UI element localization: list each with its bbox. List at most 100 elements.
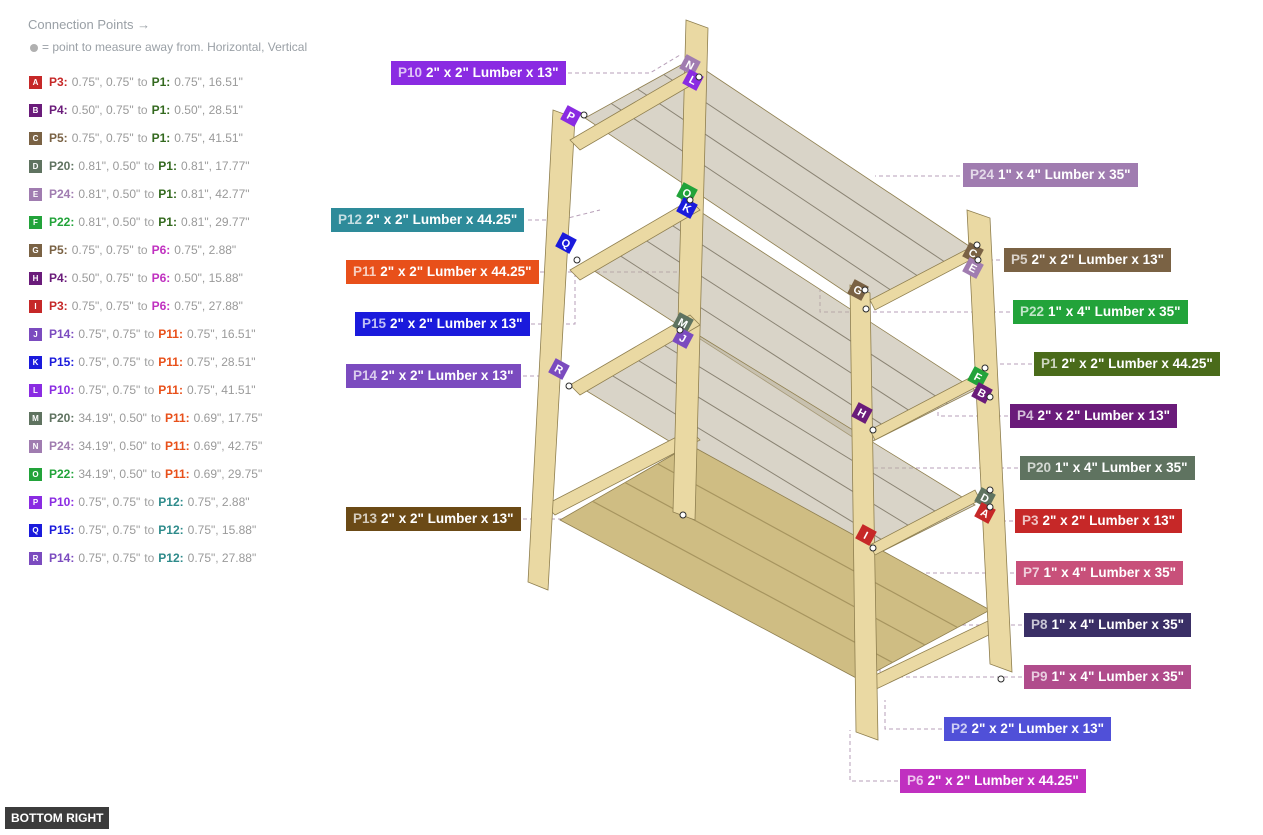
connection-letter-badge: I <box>29 299 42 313</box>
from-part-id: P15: <box>49 523 75 537</box>
to-offset: 0.75", 28.51" <box>186 355 256 369</box>
from-part-id: P22: <box>49 215 75 229</box>
connection-letter-badge: J <box>29 327 42 341</box>
measure-point-dot <box>974 256 982 264</box>
from-part-id: P20: <box>49 159 75 173</box>
diagram-badge-letter: L <box>687 74 699 88</box>
measure-point-dot <box>862 305 870 313</box>
to-offset: 0.75", 27.88" <box>187 551 257 565</box>
to-offset: 0.50", 15.88" <box>174 271 243 285</box>
to-word: to <box>137 271 148 285</box>
diagram-badge-q: Q <box>555 232 577 254</box>
part-description: 1" x 4" Lumber x 35" <box>1048 304 1181 319</box>
from-offset: 0.81", 0.50" <box>78 215 141 229</box>
diagram-badge-box <box>855 524 877 546</box>
to-word: to <box>144 159 155 173</box>
from-part-id: P14: <box>49 551 75 565</box>
diagram-badge-r: R <box>548 358 570 380</box>
connection-points-note: = point to measure away from. Horizontal… <box>30 40 307 54</box>
to-offset: 0.75", 16.51" <box>186 327 256 341</box>
measure-point-dot-icon <box>30 44 38 52</box>
part-id: P6 <box>907 773 924 788</box>
part-description: 2" x 2" Lumber x 44.25" <box>380 264 532 279</box>
bottom-slat-line <box>592 500 893 664</box>
from-offset: 0.81", 0.50" <box>78 159 141 173</box>
part-description: 1" x 4" Lumber x 35" <box>1051 669 1185 684</box>
part-description: 1" x 4" Lumber x 35" <box>1043 565 1177 580</box>
to-part-id: P1: <box>158 215 177 229</box>
diagram-badge-p: P <box>560 105 582 127</box>
to-word: to <box>144 215 155 229</box>
part-id: P22 <box>1020 304 1045 319</box>
part-id: P13 <box>353 511 378 526</box>
part-id: P3 <box>1022 513 1039 528</box>
connection-letter-badge: Q <box>29 523 42 537</box>
from-offset: 0.50", 0.75" <box>71 103 134 117</box>
connection-letter-badge: F <box>29 215 42 229</box>
diagram-badge-g: G <box>847 279 869 301</box>
connection-letter-badge: L <box>29 383 42 397</box>
measure-point-dot <box>676 326 684 334</box>
connection-letter-badge: P <box>29 495 42 509</box>
measure-point-dot <box>986 393 994 401</box>
part-id: P7 <box>1023 565 1040 580</box>
to-offset: 0.75", 2.88" <box>187 495 250 509</box>
diagram-badge-box <box>548 358 570 380</box>
part-id: P14 <box>353 368 378 383</box>
to-word: to <box>137 299 148 313</box>
connection-letter-badge: R <box>29 551 42 565</box>
to-word: to <box>137 243 148 257</box>
from-offset: 0.81", 0.50" <box>78 187 141 201</box>
diagram-badge-letter: F <box>972 371 984 385</box>
view-bottom-right-button[interactable]: BOTTOM RIGHT <box>5 807 110 829</box>
to-part-id: P11: <box>158 355 183 369</box>
to-word: to <box>144 495 155 509</box>
from-part-id: P24: <box>49 439 75 453</box>
diagram-badge-box <box>679 54 701 76</box>
to-offset: 0.81", 17.77" <box>180 159 250 173</box>
part-description: 2" x 2" Lumber x 13" <box>1042 513 1176 528</box>
shelf-end-rail <box>569 199 701 281</box>
from-offset: 0.75", 0.75" <box>71 243 134 257</box>
diagram-badge-k: K <box>676 197 698 219</box>
from-offset: 0.75", 0.75" <box>78 495 141 509</box>
connection-letter-badge: N <box>29 439 42 453</box>
part-id: P10 <box>398 65 423 80</box>
leader-line <box>849 730 898 782</box>
part-id: P11 <box>353 264 377 279</box>
from-offset: 0.75", 0.75" <box>71 131 134 145</box>
measure-point-dot <box>997 675 1005 683</box>
measure-point-dot <box>695 73 703 81</box>
part-description: 2" x 2" Lumber x 44.25" <box>927 773 1079 788</box>
to-part-id: P1: <box>151 75 171 89</box>
connection-points-title: Connection Points → <box>28 17 151 32</box>
diagram-badge-n: N <box>679 54 701 76</box>
from-offset: 34.19", 0.50" <box>78 467 147 481</box>
part-id: P20 <box>1027 460 1052 475</box>
connection-points-note-text: = point to measure away from. Horizontal… <box>42 40 308 54</box>
to-part-id: P12: <box>158 523 184 537</box>
to-part-id: P1: <box>158 187 177 201</box>
leader-line <box>568 54 681 74</box>
slat-edge-line <box>663 74 948 265</box>
diagram-badge-f: F <box>967 366 989 388</box>
part-id: P4 <box>1017 408 1034 423</box>
part-description: 1" x 4" Lumber x 35" <box>1055 460 1188 475</box>
to-part-id: P11: <box>164 439 190 453</box>
